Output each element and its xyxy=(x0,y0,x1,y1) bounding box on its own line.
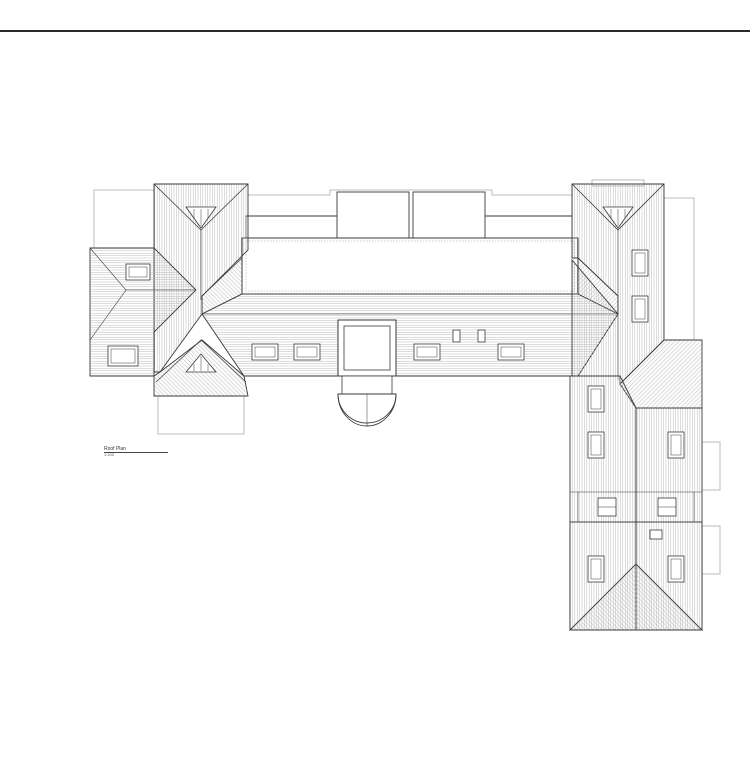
east-eave-outline xyxy=(664,197,695,340)
west-roof-window-lower xyxy=(107,345,139,367)
plan-title: Roof Plan xyxy=(104,446,126,452)
roof-vent-b xyxy=(477,329,486,343)
north-roof-block-right xyxy=(412,191,486,241)
east-window-2 xyxy=(587,431,605,459)
roof-window-c xyxy=(413,343,441,361)
east-bay-1-outline xyxy=(701,441,721,491)
east-window-7 xyxy=(667,555,685,583)
east-bay-2-outline xyxy=(701,525,721,575)
roof-window-d xyxy=(497,343,525,361)
central-flat-roof xyxy=(241,237,579,295)
roof-window-b xyxy=(293,343,321,361)
central-bay-base xyxy=(341,375,393,395)
tower-window-upper xyxy=(631,249,649,277)
north-parapet xyxy=(245,215,337,240)
roof-window-a xyxy=(251,343,279,361)
north-courtyard-roofs xyxy=(245,191,572,241)
east-window-3 xyxy=(667,431,685,459)
north-flat-roof-outline xyxy=(248,189,572,196)
sheet-top-border xyxy=(0,30,750,32)
roof-vent-a xyxy=(452,329,461,343)
west-roof-window-upper xyxy=(125,263,151,281)
main-wing-roof-windows xyxy=(251,329,525,361)
north-roof-block-left xyxy=(336,191,410,241)
east-window-1 xyxy=(587,385,605,413)
east-window-6 xyxy=(587,555,605,583)
south-porch-eave-outline xyxy=(157,396,245,435)
plan-scale: 1:100 xyxy=(104,452,115,457)
west-hip-roof xyxy=(89,247,197,377)
east-vent-small xyxy=(649,529,663,540)
tower-window-lower xyxy=(631,295,649,323)
plan-title-underline xyxy=(104,452,168,453)
west-wing-eave-outline xyxy=(93,189,154,248)
main-wing-south-slope xyxy=(201,293,619,377)
